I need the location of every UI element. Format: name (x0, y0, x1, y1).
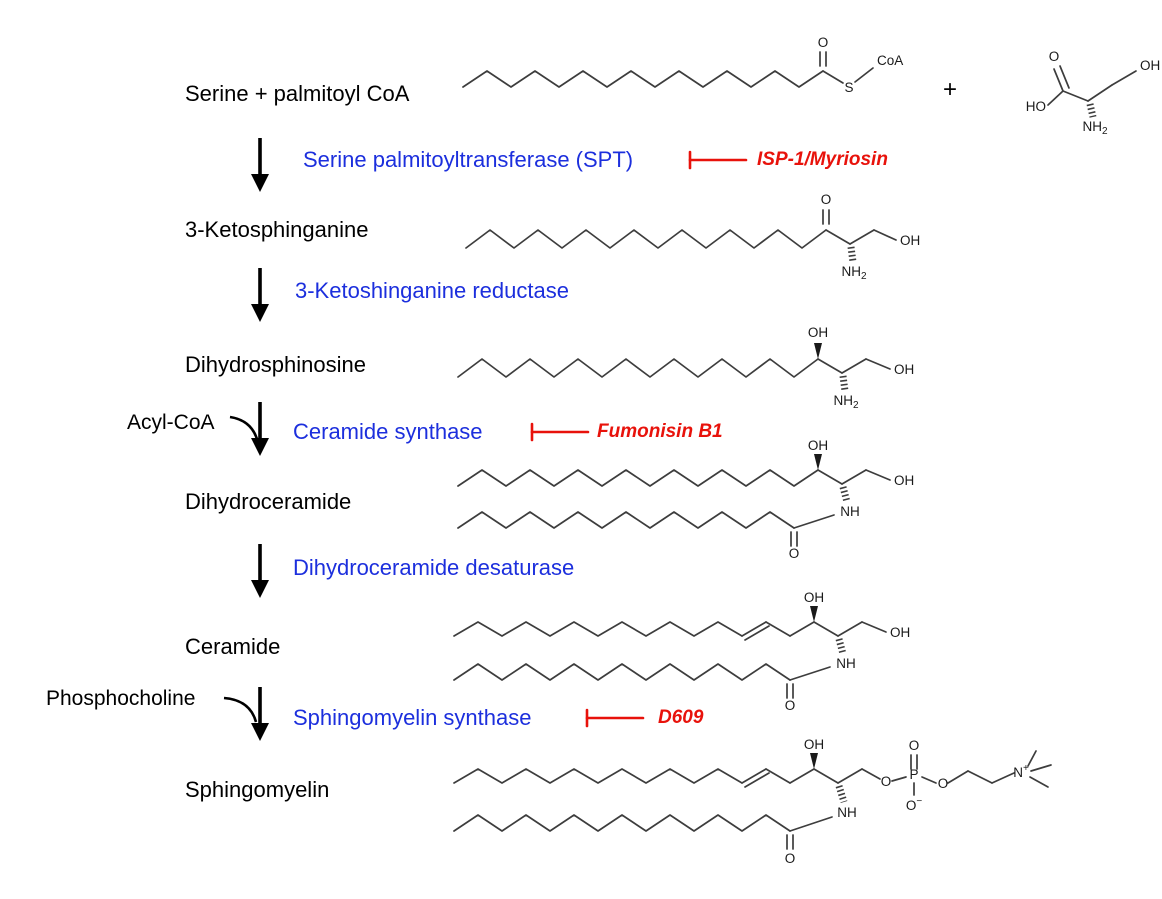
coa-label: CoA (877, 53, 903, 68)
inhibitor-fumonisin: Fumonisin B1 (597, 421, 723, 442)
serine-oh-label: OH (1140, 58, 1160, 73)
inhibition-bar-isp1 (688, 150, 748, 170)
bonds (457, 343, 891, 392)
nh-label: NH (836, 656, 856, 671)
oh-right-label: OH (890, 625, 910, 640)
ketosphinganine-structure: O NH2 OH (465, 192, 920, 282)
acyl-chain (453, 663, 791, 681)
sphingomyelin-structure: OH NH O P O O− O N+ O (453, 737, 1052, 866)
enzyme-desaturase: Dihydroceramide desaturase (293, 555, 575, 580)
compound-ceramide: Ceramide (185, 634, 281, 659)
compound-sphingomyelin: Sphingomyelin (185, 777, 330, 802)
nh2-label: NH2 (841, 264, 867, 282)
serine-nh2-label: NH2 (1082, 119, 1108, 137)
bonds (465, 209, 897, 263)
choline-n-plus-label: N+ (1013, 763, 1029, 780)
phosphate-o-top-label: O (909, 738, 920, 753)
inhibition-bar-d609 (585, 708, 645, 728)
acyl-chain (453, 814, 791, 832)
oh-right-label: OH (894, 473, 914, 488)
nh2-label: NH2 (833, 393, 859, 411)
ceramide-structure: OH NH OH O (453, 590, 910, 713)
compound-serine-palmitoyl-coa: Serine + palmitoyl CoA (185, 81, 410, 106)
serine-ho-label: HO (1026, 99, 1046, 114)
ketone-o-label: O (821, 192, 832, 207)
enzyme-spt: Serine palmitoyltransferase (SPT) (303, 147, 634, 172)
amide-o-label: O (789, 546, 800, 561)
enzyme-sm-synthase: Sphingomyelin synthase (293, 705, 532, 730)
compound-ketosphinganine: 3-Ketosphinganine (185, 217, 369, 242)
enzyme-ceramide-synthase: Ceramide synthase (293, 419, 483, 444)
bonds (453, 606, 887, 699)
phosphocholine-curve-arrow (223, 696, 258, 723)
serine-bonds (1047, 65, 1137, 118)
oh-label: OH (900, 233, 920, 248)
sphingoid-chain (453, 768, 743, 784)
alkyl-chain (457, 358, 819, 378)
oh-top-label: OH (808, 438, 828, 453)
bonds (453, 750, 1052, 850)
inhibition-bar-fumonisin (530, 422, 590, 442)
inhibitor-d609: D609 (658, 707, 704, 728)
cofactor-phosphocholine: Phosphocholine (46, 687, 196, 710)
nh-label: NH (837, 805, 857, 820)
phosphorus-label: P (909, 767, 918, 782)
alkyl-chain (465, 229, 827, 249)
inhibitor-isp1: ISP-1/Myriosin (757, 149, 888, 170)
cofactor-acyl-coa: Acyl-CoA (127, 411, 215, 434)
down-arrow-5 (251, 687, 269, 741)
palmitoyl-coa-serine-structure: O S CoA + HO O NH2 OH (462, 35, 1160, 137)
thioester-s-label: S (844, 80, 853, 95)
down-arrow-2 (251, 268, 269, 322)
down-arrow-4 (251, 544, 269, 598)
plus-sign: + (943, 76, 957, 103)
dihydrosphinosine-structure: OH NH2 OH (457, 325, 914, 411)
acyl-chain (457, 511, 795, 529)
nh-label: NH (840, 504, 860, 519)
carbonyl-o-label: O (818, 35, 829, 50)
amide-o-label: O (785, 851, 796, 866)
bonds (457, 454, 891, 547)
compound-dihydrosphinosine: Dihydrosphinosine (185, 352, 366, 377)
oh-right-label: OH (894, 362, 914, 377)
oh-top-label: OH (804, 590, 824, 605)
sphingoid-chain (453, 621, 743, 637)
phosphate-o-minus-label: O− (906, 796, 923, 813)
amide-o-label: O (785, 698, 796, 713)
sphingoid-chain (457, 469, 819, 487)
alkyl-chain (462, 70, 824, 88)
ester-o-label: O (881, 774, 892, 789)
palmitoyl-coa-bonds (462, 51, 874, 88)
compound-dihydroceramide: Dihydroceramide (185, 489, 352, 514)
oh-top-label: OH (804, 737, 824, 752)
phosphate-o-right-label: O (938, 776, 949, 791)
dihydroceramide-structure: OH NH OH O (457, 438, 914, 561)
down-arrow-1 (251, 138, 269, 192)
down-arrow-3 (251, 402, 269, 456)
oh-top-label: OH (808, 325, 828, 340)
serine-o-label: O (1049, 49, 1060, 64)
enzyme-reductase: 3-Ketoshinganine reductase (295, 278, 569, 303)
